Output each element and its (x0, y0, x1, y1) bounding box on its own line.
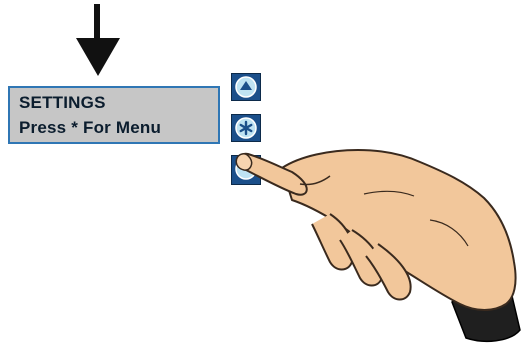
display-line-2: Press * For Menu (19, 118, 162, 137)
asterisk-icon (235, 117, 257, 139)
lcd-display: SETTINGS Press * For Menu (8, 86, 220, 144)
down-arrow-icon (76, 4, 120, 76)
up-triangle-icon (235, 76, 257, 98)
up-button[interactable] (231, 73, 261, 101)
menu-button[interactable] (231, 114, 261, 142)
display-line-1: SETTINGS (19, 93, 106, 112)
